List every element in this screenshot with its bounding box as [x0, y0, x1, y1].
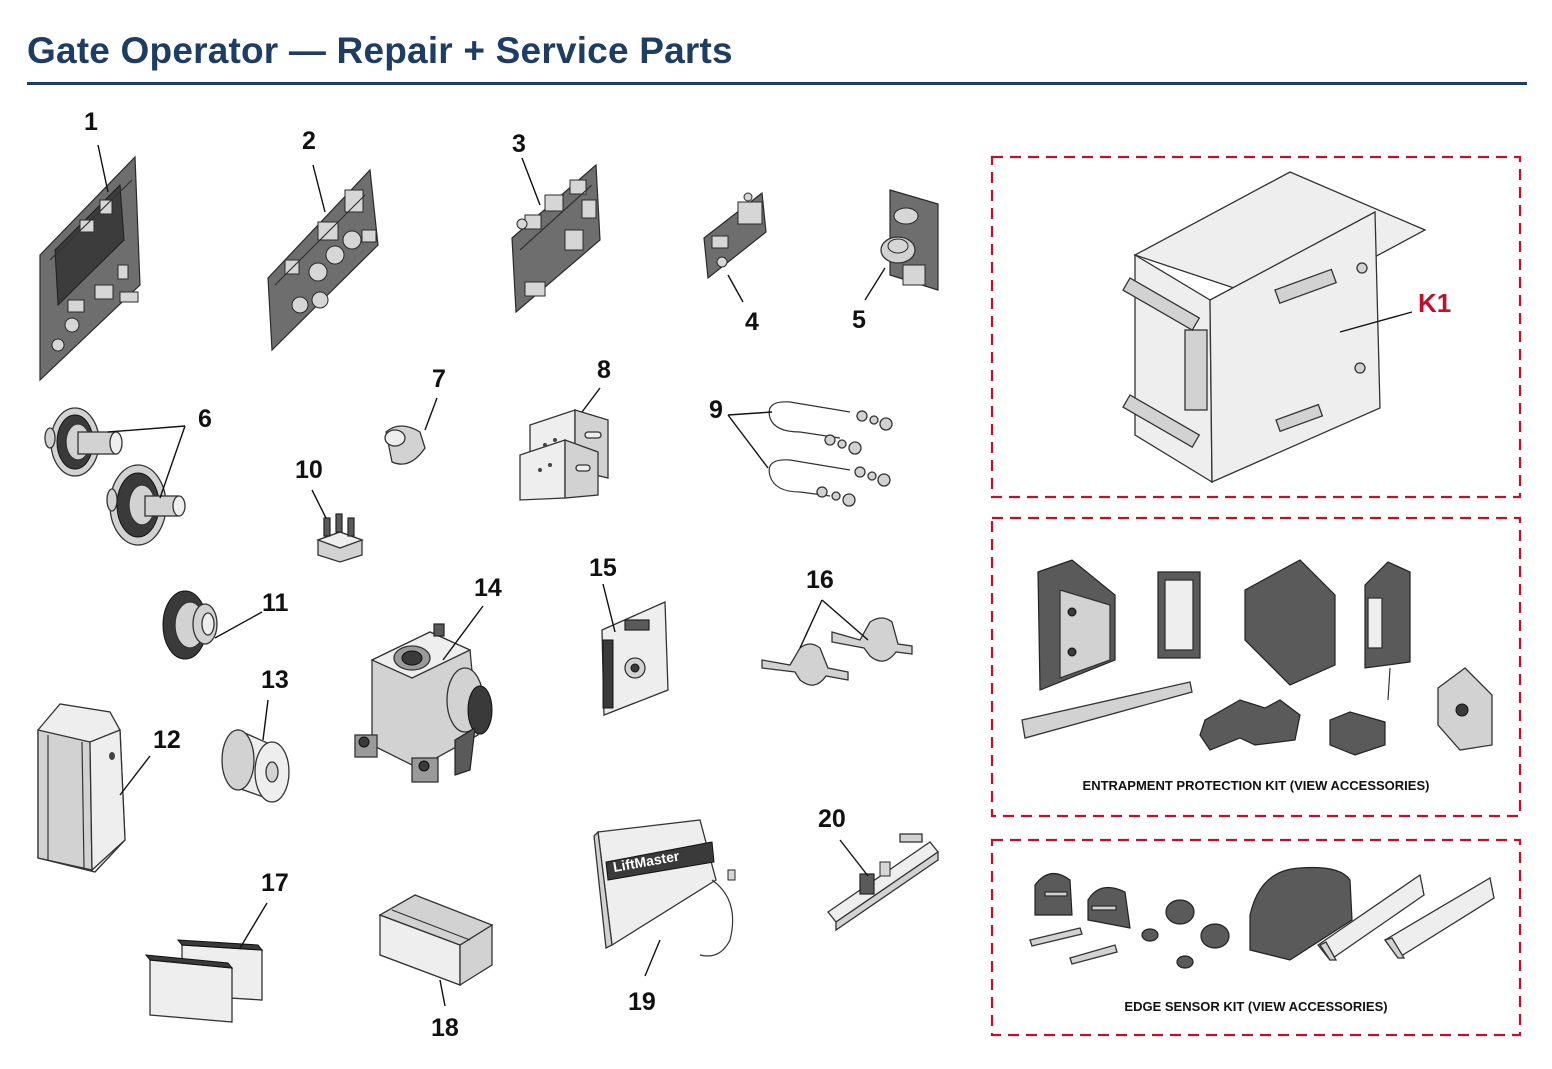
title-divider [27, 82, 1527, 85]
callout-15[interactable]: 15 [589, 554, 617, 582]
part-17-batteries[interactable] [144, 939, 264, 1023]
callout-12[interactable]: 12 [153, 726, 181, 754]
callout-9[interactable]: 9 [709, 396, 723, 424]
callout-13[interactable]: 13 [261, 666, 289, 694]
callout-2[interactable]: 2 [302, 127, 316, 155]
kit-entrapment-border [990, 516, 1522, 818]
part-18-battery[interactable] [378, 894, 494, 987]
part-3-circuit-board[interactable] [511, 163, 601, 314]
callout-14[interactable]: 14 [474, 574, 502, 602]
part-4-small-board[interactable] [703, 191, 767, 280]
entrapment-kit-label[interactable]: ENTRAPMENT PROTECTION KIT (VIEW ACCESSOR… [1083, 778, 1430, 793]
callout-17[interactable]: 17 [261, 869, 289, 897]
callout-16[interactable]: 16 [806, 566, 834, 594]
part-5-transformer-board[interactable] [880, 189, 939, 291]
part-2-circuit-board[interactable] [267, 168, 379, 352]
edge-sensor-kit-parts[interactable] [1029, 866, 1495, 969]
part-6-drive-pulleys[interactable] [44, 407, 186, 546]
callout-19[interactable]: 19 [628, 988, 656, 1016]
callout-4[interactable]: 4 [745, 308, 759, 336]
callout-18[interactable]: 18 [431, 1014, 459, 1042]
callout-6[interactable]: 6 [198, 405, 212, 433]
part-16-clamps[interactable] [761, 617, 913, 686]
part-14-gearbox-motor[interactable] [354, 623, 493, 783]
part-9-u-bolts[interactable] [768, 401, 893, 507]
part-10-bridge-rectifier[interactable] [316, 513, 364, 563]
part-7-cap[interactable] [384, 425, 426, 465]
callout-7[interactable]: 7 [432, 365, 446, 393]
part-20-limit-switch[interactable] [827, 833, 939, 932]
callout-5[interactable]: 5 [852, 306, 866, 334]
part-1-main-control-board[interactable] [39, 155, 141, 382]
part-8-mounting-brackets[interactable] [519, 409, 609, 501]
edge-sensor-kit-label[interactable]: EDGE SENSOR KIT (VIEW ACCESSORIES) [1124, 999, 1387, 1014]
callout-8[interactable]: 8 [597, 356, 611, 384]
callout-11[interactable]: 11 [262, 589, 289, 617]
callout-3[interactable]: 3 [512, 130, 526, 158]
part-15-limit-assembly[interactable] [601, 601, 669, 716]
callout-10[interactable]: 10 [295, 456, 323, 484]
page-title: Gate Operator — Repair + Service Parts [27, 30, 733, 71]
kit-k1-control-box[interactable] [1122, 171, 1427, 484]
part-19-receiver[interactable]: LiftMaster [593, 819, 736, 957]
callout-numbers: 1 2 3 4 5 6 7 8 9 10 11 12 13 14 15 16 1… [84, 108, 1451, 1042]
part-11-sprocket[interactable] [162, 590, 218, 660]
entrapment-kit-parts[interactable] [1021, 559, 1493, 756]
part-13-roller[interactable] [221, 729, 290, 803]
callout-20[interactable]: 20 [818, 805, 846, 833]
part-12-motor-housing[interactable] [37, 703, 126, 873]
callout-k1[interactable]: K1 [1418, 288, 1451, 318]
kit-k1-border [990, 155, 1522, 499]
callout-1[interactable]: 1 [84, 108, 98, 136]
leader-lines [97, 144, 1413, 1007]
